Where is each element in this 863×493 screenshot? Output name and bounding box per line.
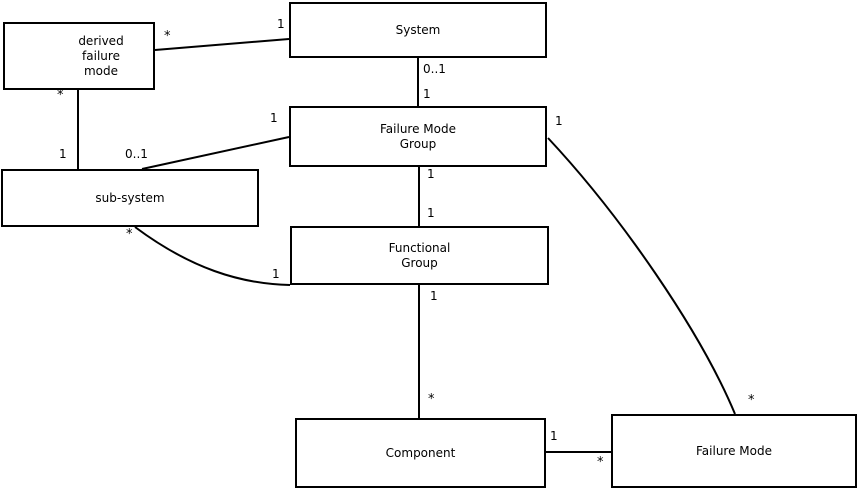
multiplicity-label-component--failure-mode-target-multiplicity: * (597, 455, 604, 470)
multiplicity-label-system--failure-mode-group-source-multiplicity: 0..1 (423, 62, 446, 76)
multiplicity-label-derived-failure-mode--system-source-multiplicity: * (164, 29, 171, 44)
class-name-component: Component (385, 445, 456, 460)
class-box-system[interactable]: System (289, 2, 547, 58)
multiplicity-label-sub-system--failure-mode-group-source-multiplicity: 0..1 (125, 147, 148, 161)
multiplicity-label-derived-failure-mode--system-target-multiplicity: 1 (277, 17, 285, 31)
multiplicity-label-failure-mode-group--functional-group-target-multiplicity: 1 (427, 206, 435, 220)
class-box-component[interactable]: Component (295, 418, 546, 488)
association-sub-system--functional-group (134, 226, 291, 286)
multiplicity-label-failure-mode-group--functional-group-source-multiplicity: 1 (427, 167, 435, 181)
class-name-sub-system: sub-system (95, 190, 165, 205)
class-box-derived-failure-mode[interactable]: derived failure mode (3, 22, 155, 90)
class-box-functional-group[interactable]: Functional Group (290, 226, 549, 285)
multiplicity-label-sub-system--functional-group-target-multiplicity: 1 (272, 267, 280, 281)
class-name-failure-mode: Failure Mode (696, 443, 772, 458)
multiplicity-label-failure-mode-group--failure-mode-target-multiplicity: * (748, 393, 755, 408)
class-box-sub-system[interactable]: sub-system (1, 169, 259, 227)
multiplicity-label-functional-group--component-source-multiplicity: 1 (430, 289, 438, 303)
association-sub-system--failure-mode-group (141, 136, 290, 170)
class-box-failure-mode-group[interactable]: Failure Mode Group (289, 106, 547, 167)
class-name-system: System (395, 22, 441, 37)
multiplicity-label-functional-group--component-target-multiplicity: * (428, 392, 435, 407)
association-derived-failure-mode--system (154, 38, 290, 51)
class-name-functional-group: Functional Group (388, 240, 451, 270)
multiplicity-label-derived-failure-mode--sub-system-target-multiplicity: 1 (59, 147, 67, 161)
multiplicity-label-sub-system--failure-mode-group-target-multiplicity: 1 (270, 111, 278, 125)
multiplicity-label-system--failure-mode-group-target-multiplicity: 1 (423, 87, 431, 101)
multiplicity-label-sub-system--functional-group-source-multiplicity: * (126, 227, 133, 242)
class-box-failure-mode[interactable]: Failure Mode (611, 414, 857, 488)
association-failure-mode-group--failure-mode (547, 137, 736, 415)
multiplicity-label-component--failure-mode-source-multiplicity: 1 (550, 429, 558, 443)
class-name-failure-mode-group: Failure Mode Group (380, 121, 456, 151)
multiplicity-label-failure-mode-group--failure-mode-source-multiplicity: 1 (555, 114, 563, 128)
multiplicity-label-derived-failure-mode--sub-system-source-multiplicity: * (57, 88, 64, 103)
class-name-derived-failure-mode: derived failure mode (78, 33, 124, 78)
